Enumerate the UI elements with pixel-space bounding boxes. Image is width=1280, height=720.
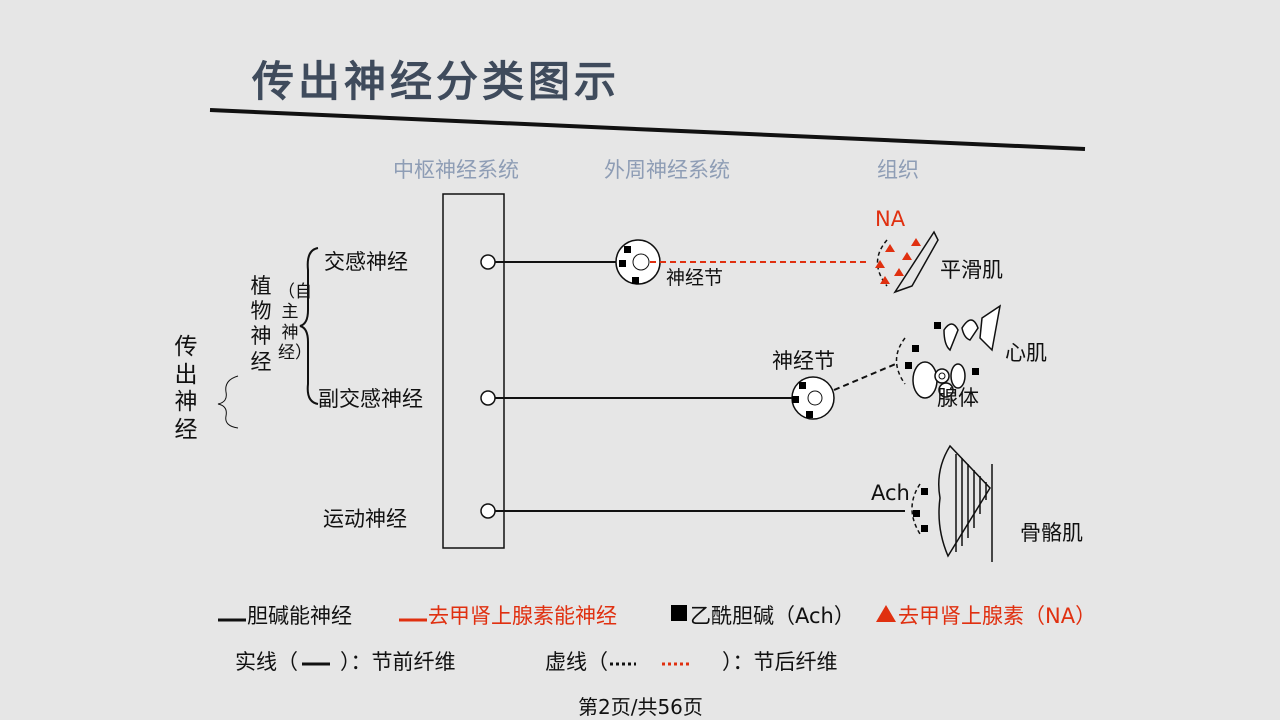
smooth-muscle-label: 平滑肌: [940, 258, 1003, 282]
na-marker: [880, 276, 890, 284]
legend-ach: 乙酰胆碱（Ach）: [690, 604, 855, 628]
parasympathetic-ganglion-nucleus: [807, 390, 823, 406]
legend-ach-square: [671, 605, 687, 621]
vegetative-nerve-label: 植物神经: [250, 274, 272, 374]
ach-marker: [632, 277, 639, 284]
cardiac-muscle-label: 心肌: [1005, 341, 1047, 365]
note-dashed-prefix: 虚线（: [545, 650, 608, 674]
vegetative-brace: [299, 247, 319, 405]
sympathetic-ganglion-label: 神经节: [666, 267, 724, 289]
motor-nerve-label: 运动神经: [323, 507, 407, 531]
ach-marker: [913, 510, 920, 517]
column-header-pns: 外周神经系统: [604, 158, 730, 182]
parasympathetic-ganglion-label: 神经节: [772, 349, 835, 373]
cns-nucleus-sympathetic: [480, 254, 496, 270]
gland-label: 腺体: [937, 386, 979, 410]
gland-cell: [938, 372, 946, 380]
gland-cell: [912, 361, 938, 399]
ach-label: Ach: [871, 481, 910, 505]
motor-terminal-arc: [911, 483, 921, 535]
skeletal-muscle-label: 骨骼肌: [1020, 521, 1083, 545]
na-marker: [875, 260, 885, 268]
legend-noradrenergic: 去甲肾上腺素能神经: [428, 604, 617, 628]
skeletal-muscle: [938, 444, 993, 562]
na-marker: [885, 244, 895, 252]
page-title: 传出神经分类图示: [252, 57, 621, 106]
ach-marker: [806, 411, 813, 418]
parasympathetic-terminal-arc: [895, 337, 906, 385]
cardiac-muscle-fiber: [943, 323, 959, 352]
legend-na-triangle: [876, 605, 896, 622]
ach-marker: [619, 260, 626, 267]
efferent-brace: [217, 375, 239, 429]
ach-marker: [934, 322, 941, 329]
title-underline: [209, 108, 1086, 151]
cns-box: [442, 193, 505, 549]
parasympathetic-nerve-label: 副交感神经: [318, 387, 423, 411]
parasympathetic-postganglionic: [833, 362, 899, 391]
autonomic-nerve-label: （自主神经）: [278, 282, 312, 364]
note-dashed-suffix: ）：节后纤维: [722, 650, 838, 674]
cardiac-muscle-fiber: [979, 304, 1002, 352]
legend-cholinergic: 胆碱能神经: [247, 604, 352, 628]
ach-marker: [905, 362, 912, 369]
ach-marker: [921, 488, 928, 495]
efferent-nerve-label: 传出神经: [174, 334, 198, 443]
ach-marker: [921, 525, 928, 532]
na-marker: [894, 268, 904, 276]
cns-nucleus-motor: [480, 503, 496, 519]
note-solid-prefix: 实线（: [235, 650, 298, 674]
gland-cell: [938, 382, 954, 398]
column-header-cns: 中枢神经系统: [393, 158, 519, 182]
gland-cell: [950, 363, 966, 389]
ach-marker: [799, 382, 806, 389]
cardiac-muscle-fiber: [961, 319, 979, 341]
na-marker: [911, 238, 921, 246]
sympathetic-ganglion-nucleus: [632, 253, 650, 271]
ach-marker: [912, 345, 919, 352]
page-number: 第2页/共56页: [578, 695, 703, 719]
sympathetic-nerve-label: 交感神经: [324, 250, 408, 274]
column-header-tissue: 组织: [877, 158, 919, 182]
na-label: NA: [875, 207, 906, 231]
ach-marker: [792, 396, 799, 403]
ach-marker: [972, 368, 979, 375]
smooth-muscle-cell: [893, 230, 939, 294]
ach-marker: [624, 246, 631, 253]
na-marker: [902, 252, 912, 260]
note-solid-suffix: ）：节前纤维: [340, 650, 456, 674]
legend-na: 去甲肾上腺素（NA）: [898, 604, 1097, 628]
cns-nucleus-parasympathetic: [480, 390, 496, 406]
